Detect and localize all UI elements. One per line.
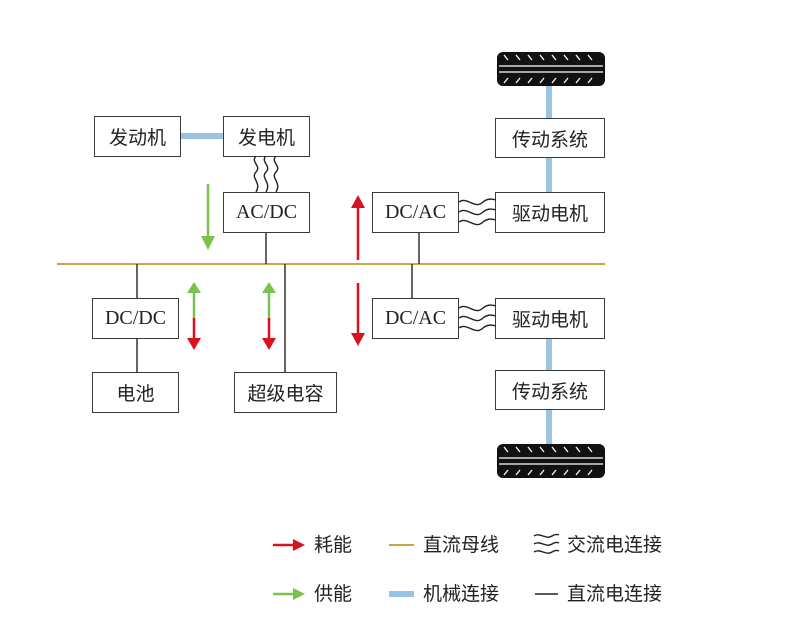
ac-connection-dcac-motor-top: [458, 198, 497, 226]
supercapacitor-box: 超级电容: [234, 372, 337, 413]
dcac-inverter-top-box: DC/AC: [372, 192, 459, 233]
consume-arrow-down-motor-bottom: [351, 283, 365, 346]
ac-connection-generator-acdc: [253, 155, 279, 193]
legend-mechanical-label: 机械连接: [423, 583, 500, 605]
generator-box: 发电机: [223, 116, 310, 157]
drive-motor-top-box: 驱动电机: [495, 192, 605, 233]
consume-arrow-up-motor-top: [351, 195, 365, 260]
engine-box: 发动机: [94, 116, 181, 157]
legend-dc-connection-label: 直流电连接: [567, 583, 663, 605]
legend-supply-label: 供能: [314, 583, 353, 605]
transmission-top-box: 传动系统: [495, 118, 605, 158]
dcdc-converter-box: DC/DC: [92, 298, 179, 339]
legend-ac-connection-icon: [533, 533, 560, 554]
supply-arrow-generator: [201, 184, 215, 250]
drive-motor-bottom-box: 驱动电机: [495, 298, 605, 339]
dcac-inverter-bottom-box: DC/AC: [372, 298, 459, 339]
tire-bottom-icon: [497, 444, 605, 478]
legend-consume-arrow-icon: [273, 539, 305, 551]
tire-top-icon: [497, 52, 605, 86]
bidirectional-arrow-supercap: [262, 282, 276, 350]
legend-consume-label: 耗能: [314, 534, 353, 556]
battery-box: 电池: [92, 372, 179, 413]
legend-dc-bus-label: 直流母线: [423, 534, 500, 556]
acdc-converter-box: AC/DC: [223, 192, 310, 233]
ac-connection-dcac-motor-bottom: [458, 304, 497, 332]
bidirectional-arrow-battery: [187, 282, 201, 350]
transmission-bottom-box: 传动系统: [495, 370, 605, 410]
legend-supply-arrow-icon: [273, 588, 305, 600]
legend-ac-connection-label: 交流电连接: [567, 534, 663, 556]
